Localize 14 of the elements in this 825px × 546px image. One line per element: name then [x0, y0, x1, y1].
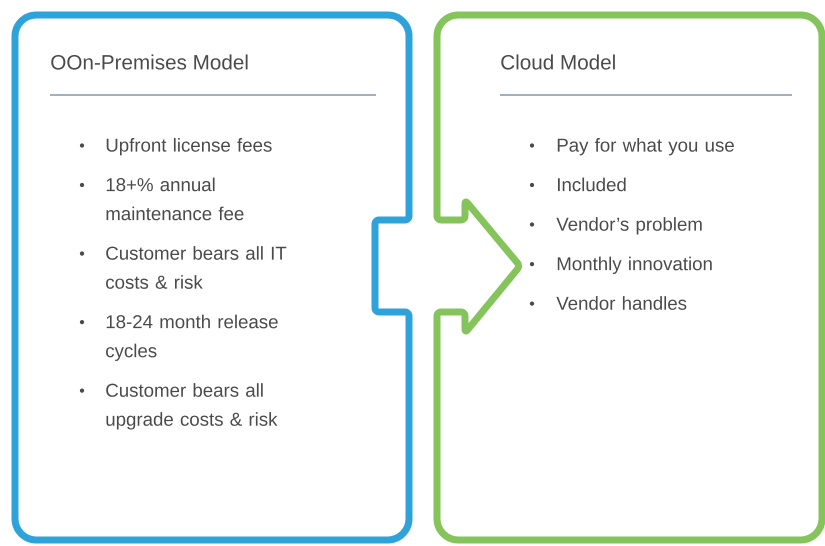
bullet-item: Pay for what you use	[530, 138, 734, 156]
bullet-item: Vendor’s problem	[530, 217, 702, 234]
panel	[434, 12, 825, 544]
panel-heading: OOn-Premises Model	[51, 54, 248, 70]
bullet-item: Customer bears all upgrade costs & risk	[80, 383, 278, 430]
bullet-item: 18-24 month release cycles	[80, 314, 278, 362]
bullet-item: Included	[530, 178, 626, 192]
bullet-item: Upfront license fees	[80, 138, 272, 156]
bullet-item: Monthly innovation	[530, 256, 712, 274]
bullet-item: 18+% annual maintenance fee	[80, 178, 244, 220]
bullet-item: Vendor handles	[530, 296, 686, 310]
panel-heading: Cloud Model	[501, 54, 615, 70]
bullet-item: Customer bears all IT costs & risk	[80, 246, 286, 289]
panel	[12, 12, 412, 544]
